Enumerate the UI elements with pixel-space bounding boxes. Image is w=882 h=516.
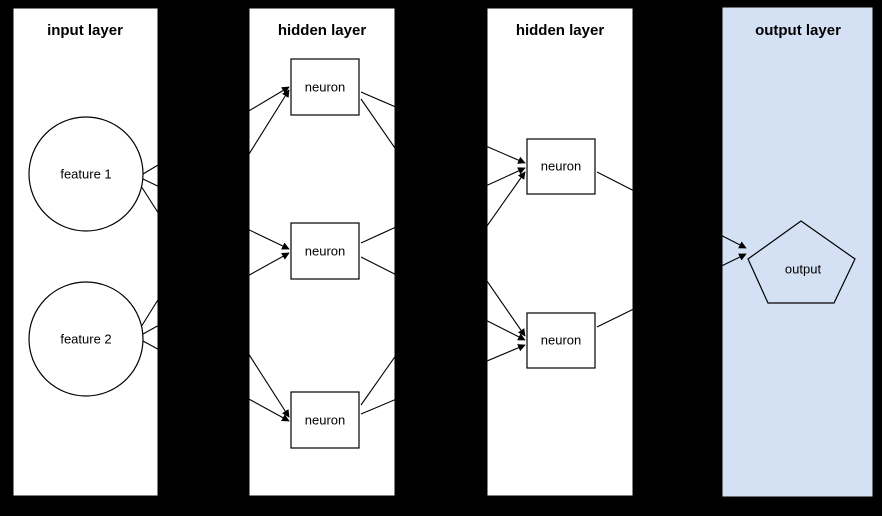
- feature-2-label: feature 2: [60, 331, 111, 346]
- layer-panel-input[interactable]: [12, 7, 159, 497]
- node-feature-2[interactable]: feature 2: [28, 281, 144, 397]
- edge-hidden1-neuron-1-to-hidden2-neuron-1: [360, 91, 526, 164]
- hidden1-neuron-1-rect[interactable]: [290, 58, 360, 116]
- output-pentagon[interactable]: [747, 220, 856, 304]
- edge-hidden1-neuron-2-to-hidden2-neuron-1: [360, 167, 526, 244]
- node-hidden2-neuron-2[interactable]: neuron: [526, 312, 596, 369]
- edges-hidden1-to-hidden2: [360, 91, 526, 415]
- feature-1-circle[interactable]: [28, 116, 144, 232]
- hidden1-neuron-2-rect[interactable]: [290, 222, 360, 280]
- edges-hidden2-to-output: [596, 171, 747, 328]
- hidden-layer-1-group: hidden layer neuron neuron neuron: [278, 22, 367, 449]
- node-hidden2-neuron-1[interactable]: neuron: [526, 138, 596, 195]
- hidden2-neuron-2-label: neuron: [541, 332, 581, 347]
- hidden2-neuron-1-rect[interactable]: [526, 138, 596, 195]
- hidden1-neuron-3-label: neuron: [305, 412, 345, 427]
- edge-hidden1-neuron-1-to-hidden2-neuron-2: [360, 98, 526, 337]
- edge-feature-1-to-hidden1-neuron-2: [142, 178, 290, 250]
- edge-feature-2-to-hidden1-neuron-3: [142, 340, 290, 422]
- edge-feature-2-to-hidden1-neuron-2: [142, 252, 290, 335]
- layer-title-hidden-1: hidden layer: [278, 22, 367, 39]
- edge-hidden2-neuron-2-to-output: [596, 253, 747, 328]
- output-layer-group: output layer output: [747, 22, 856, 304]
- output-label: output: [785, 261, 822, 276]
- edge-hidden1-neuron-2-to-hidden2-neuron-2: [360, 256, 526, 341]
- input-layer-group: input layer feature 1 feature 2: [28, 22, 144, 397]
- hidden1-neuron-1-label: neuron: [305, 79, 345, 94]
- edge-feature-1-to-hidden1-neuron-1: [142, 86, 290, 175]
- edge-hidden1-neuron-3-to-hidden2-neuron-2: [360, 344, 526, 415]
- edge-hidden2-neuron-1-to-output: [596, 171, 747, 249]
- layer-title-input: input layer: [47, 22, 123, 39]
- layer-title-output: output layer: [755, 22, 841, 39]
- layer-panel-hidden-2[interactable]: [486, 7, 634, 497]
- edge-feature-1-to-hidden1-neuron-3: [140, 185, 290, 418]
- hidden2-neuron-1-label: neuron: [541, 158, 581, 173]
- hidden2-neuron-2-rect[interactable]: [526, 312, 596, 369]
- feature-1-label: feature 1: [60, 166, 111, 181]
- layer-title-hidden-2: hidden layer: [516, 22, 605, 39]
- hidden1-neuron-3-rect[interactable]: [290, 391, 360, 449]
- node-feature-1[interactable]: feature 1: [28, 116, 144, 232]
- node-output[interactable]: output: [747, 220, 856, 304]
- node-hidden1-neuron-2[interactable]: neuron: [290, 222, 360, 280]
- hidden1-neuron-2-label: neuron: [305, 243, 345, 258]
- hidden-layer-2-group: hidden layer neuron neuron: [516, 22, 605, 369]
- node-hidden1-neuron-3[interactable]: neuron: [290, 391, 360, 449]
- edge-feature-2-to-hidden1-neuron-1: [140, 89, 290, 328]
- edges-input-to-hidden1: [140, 86, 290, 422]
- node-hidden1-neuron-1[interactable]: neuron: [290, 58, 360, 116]
- feature-2-circle[interactable]: [28, 281, 144, 397]
- edge-hidden1-neuron-3-to-hidden2-neuron-1: [360, 171, 526, 406]
